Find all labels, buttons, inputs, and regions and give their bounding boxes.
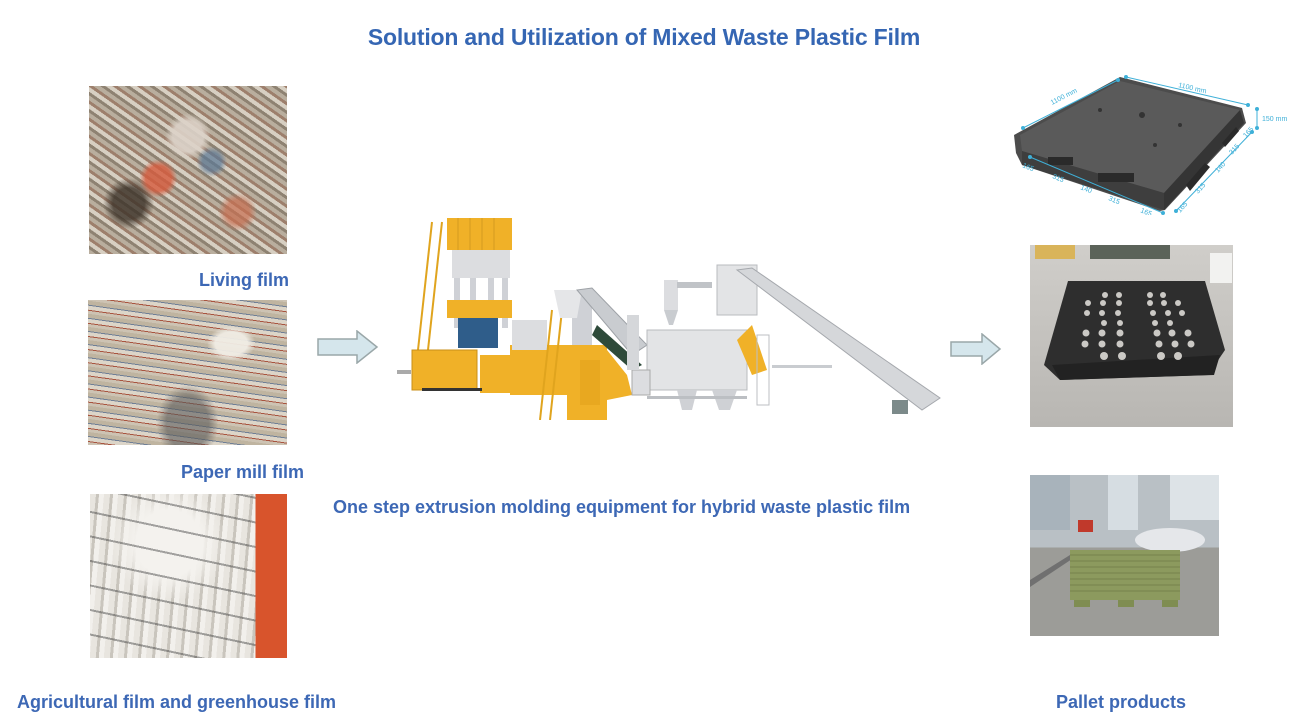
page-title: Solution and Utilization of Mixed Waste …	[367, 24, 921, 50]
svg-text:315: 315	[1051, 173, 1065, 184]
svg-text:165: 165	[1176, 201, 1189, 214]
living-film-label: Living film	[199, 270, 289, 290]
green-pallet-stack-photo	[1030, 475, 1219, 636]
svg-text:315: 315	[1107, 195, 1121, 206]
black-pallet-photo	[1030, 245, 1233, 427]
paper-mill-film-label: Paper mill film	[181, 462, 305, 482]
process-label: One step extrusion molding equipment for…	[333, 497, 911, 517]
arrow-right-icon	[317, 330, 379, 364]
svg-text:165: 165	[1021, 162, 1035, 173]
svg-text:165: 165	[1242, 126, 1255, 139]
svg-text:140: 140	[1214, 161, 1227, 174]
pallet-dimension-diagram: 1100 mm 1100 mm 150 mm 165 315 140 315 1…	[1014, 75, 1287, 215]
extrusion-molding-equipment-image	[397, 218, 941, 420]
svg-text:315: 315	[1194, 182, 1207, 195]
agricultural-film-label: Agricultural film and greenhouse film	[17, 692, 337, 712]
dim-height: 150 mm	[1262, 116, 1287, 123]
arrow-right-icon	[950, 333, 1002, 365]
svg-text:140: 140	[1079, 184, 1093, 195]
pallet-products-label: Pallet products	[1056, 692, 1187, 712]
svg-text:165: 165	[1139, 207, 1153, 215]
living-film-photo	[89, 86, 287, 254]
paper-mill-film-photo	[88, 300, 287, 445]
agricultural-film-photo	[90, 494, 287, 658]
